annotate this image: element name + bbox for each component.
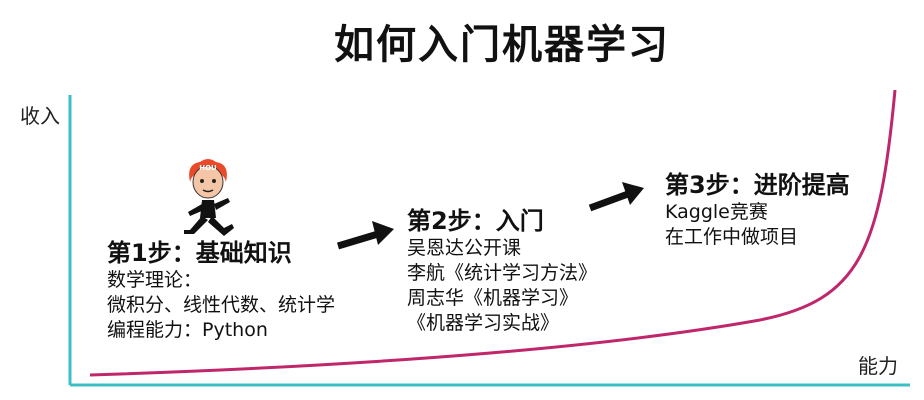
y-axis-label: 收入 — [20, 104, 60, 128]
right-arrow-icon — [336, 221, 394, 250]
mascot-hair — [189, 159, 227, 182]
step-2-line: 吴恩达公开课 — [407, 237, 522, 259]
step-1-line: 微积分、线性代数、统计学 — [107, 294, 336, 316]
step-3-block: 第3步：进阶提高 Kaggle竞赛 在工作中做项目 — [665, 170, 850, 250]
mascot-face — [192, 165, 224, 199]
step-1-title: 第1步：基础知识 — [107, 239, 292, 267]
running-figure-icon: HOU — [184, 159, 234, 236]
step-2-title: 第2步：入门 — [407, 207, 544, 235]
step-1-line: 数学理论： — [107, 269, 203, 291]
mascot-label: HOU — [199, 164, 217, 172]
step-2-line: 周志华《机器学习》 — [407, 287, 579, 309]
step-3-title: 第3步：进阶提高 — [665, 171, 850, 199]
x-axis-label: 能力 — [858, 354, 898, 378]
step-2-line: 李航《统计学习方法》 — [407, 262, 598, 284]
right-arrow-icon — [588, 182, 644, 212]
page-title: 如何入门机器学习 — [334, 22, 670, 68]
step-3-line: Kaggle竞赛 — [665, 201, 768, 223]
step-1-line: 编程能力：Python — [107, 319, 268, 341]
step-1-block: 第1步：基础知识 数学理论： 微积分、线性代数、统计学 编程能力：Python — [107, 238, 335, 343]
step-2-line: 《机器学习实战》 — [407, 312, 560, 334]
step-3-line: 在工作中做项目 — [665, 226, 799, 248]
step-2-block: 第2步：入门 吴恩达公开课 李航《统计学习方法》 周志华《机器学习》 《机器学习… — [407, 206, 597, 336]
growth-curve — [89, 89, 897, 377]
